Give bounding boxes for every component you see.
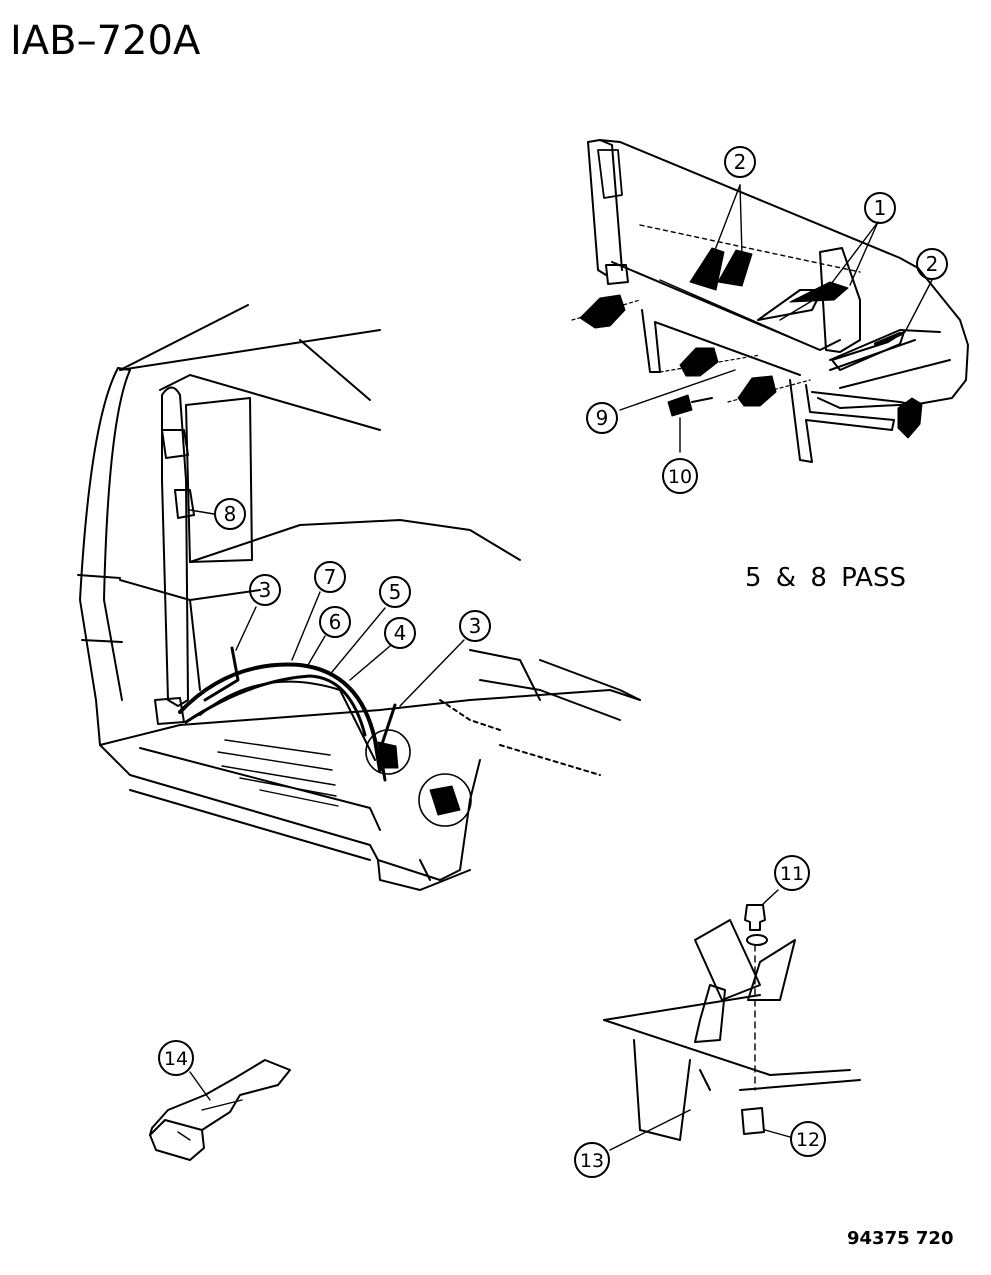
passenger-config-label: 5 & 8 PASS [745, 563, 906, 593]
svg-text:5: 5 [389, 580, 402, 604]
svg-text:9: 9 [596, 406, 609, 430]
callout-1: 1 [864, 192, 896, 224]
callout-7: 7 [314, 561, 346, 593]
cab-interior-view [77, 304, 641, 891]
callout-10: 10 [662, 458, 698, 494]
callout-3a: 3 [249, 574, 281, 606]
callout-6: 6 [319, 606, 351, 638]
svg-text:11: 11 [780, 863, 804, 885]
callout-9: 9 [586, 402, 618, 434]
callout-14: 14 [158, 1040, 194, 1076]
callout-3b: 3 [459, 610, 491, 642]
callout-2b: 2 [916, 248, 948, 280]
callout-13: 13 [574, 1142, 610, 1178]
figure-reference-code: 94375 720 [847, 1228, 954, 1249]
diagram-code-title: IAB–720A [10, 18, 201, 64]
svg-text:13: 13 [580, 1150, 604, 1172]
svg-text:3: 3 [469, 614, 482, 638]
callout-12: 12 [790, 1121, 826, 1157]
svg-text:2: 2 [734, 150, 747, 174]
callout-11: 11 [774, 855, 810, 891]
svg-text:6: 6 [329, 610, 342, 634]
svg-text:10: 10 [668, 466, 692, 488]
belt-extender-detail [149, 1059, 291, 1161]
callout-4: 4 [384, 617, 416, 649]
floor-anchor-detail [603, 889, 861, 1151]
svg-text:7: 7 [324, 565, 337, 589]
callout-8: 8 [214, 498, 246, 530]
svg-text:3: 3 [259, 578, 272, 602]
bench-seat-detail [571, 139, 969, 463]
svg-text:12: 12 [796, 1129, 820, 1151]
svg-text:8: 8 [224, 502, 237, 526]
svg-text:1: 1 [874, 196, 887, 220]
svg-text:2: 2 [926, 252, 939, 276]
svg-text:14: 14 [164, 1048, 188, 1070]
callout-2a: 2 [724, 146, 756, 178]
svg-text:4: 4 [394, 621, 407, 645]
callout-5: 5 [379, 576, 411, 608]
